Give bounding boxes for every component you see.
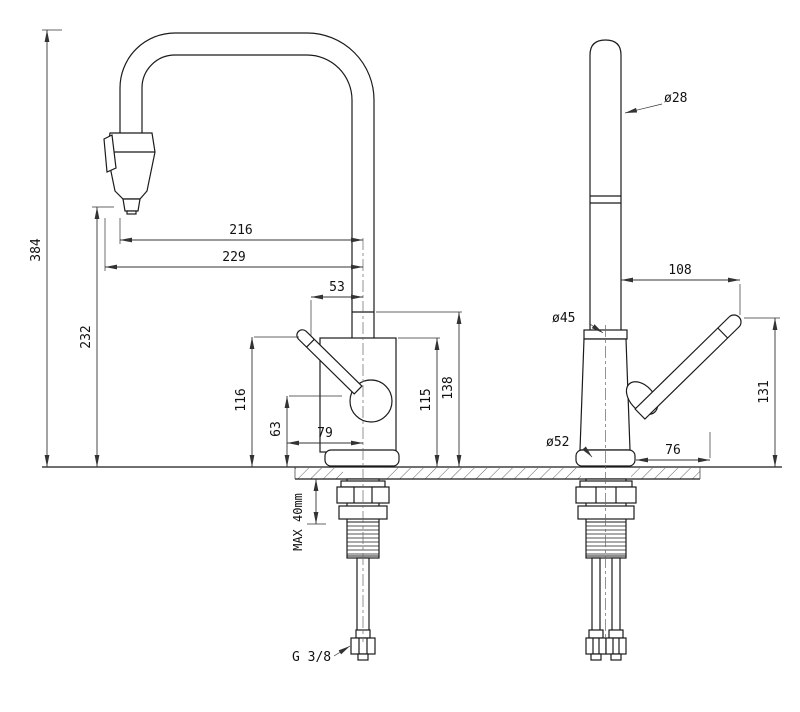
spout-outer [119, 32, 375, 338]
dim-overall-height: 384 [29, 29, 62, 467]
dim-label-g38: G 3/8 [292, 650, 331, 665]
dim-body-diameter: ø45 [552, 311, 604, 334]
dim-label-79: 79 [317, 426, 333, 441]
dim-body-height: 115 [398, 337, 440, 467]
hose-connector [350, 629, 376, 661]
counter-hatch-left [295, 468, 343, 479]
dim-base-diameter: ø52 [546, 435, 593, 458]
counter-hatch-middle [385, 468, 581, 479]
locknut-2 [577, 505, 635, 520]
dim-label-232: 232 [79, 325, 94, 348]
faucet-body [579, 338, 631, 451]
dim-label-138: 138 [441, 376, 456, 399]
dim-handle-tip-height: 116 [234, 336, 299, 467]
handle-lever [634, 314, 742, 420]
hose-connector-right [605, 629, 627, 661]
shank-thread [585, 521, 627, 557]
dim-spout-joint-height: 138 [376, 311, 462, 467]
dim-label-max-40mm: MAX 40mm [291, 493, 305, 551]
centerlines [362, 238, 606, 642]
hose-connector-left [585, 629, 607, 661]
front-view-faucet [575, 39, 742, 467]
locknut [575, 486, 637, 504]
dim-label-384: 384 [29, 238, 44, 262]
dim-handle-pivot-height: 63 [269, 395, 342, 467]
base-flange [324, 449, 400, 467]
supply-hose-cold [611, 557, 621, 633]
dim-label-108: 108 [668, 263, 691, 278]
dim-label-d28: ø28 [664, 91, 687, 106]
dim-spout-offset: 53 [310, 280, 363, 336]
counter-hatch-right [631, 468, 700, 479]
dim-max-mounting-thickness: MAX 40mm [291, 479, 326, 551]
dim-supply-thread: G 3/8 [292, 645, 351, 665]
dim-spout-reach-inner: 216 [119, 218, 363, 244]
countertop [42, 466, 782, 480]
handle-ball-joint [349, 379, 393, 423]
spray-nozzle [122, 198, 141, 212]
dim-handle-reach-front: 108 [621, 263, 741, 315]
washer [579, 480, 633, 488]
dim-label-53: 53 [329, 280, 345, 295]
spray-clip [103, 134, 117, 173]
dim-spout-diameter: ø28 [624, 91, 687, 114]
front-view-undercounter [575, 478, 637, 661]
dim-label-d52: ø52 [546, 435, 569, 450]
supply-hose-hot [591, 557, 601, 633]
dim-handle-base-offset: 76 [636, 432, 711, 463]
side-view-faucet [103, 32, 400, 467]
dim-label-d45: ø45 [552, 311, 575, 326]
dim-spray-outlet-height: 232 [79, 206, 114, 467]
dim-label-229: 229 [222, 250, 245, 265]
spray-head [103, 132, 156, 215]
dim-label-131: 131 [757, 380, 772, 403]
dim-label-116: 116 [234, 388, 249, 411]
dim-spout-reach-outer: 229 [104, 218, 363, 271]
dim-label-76: 76 [665, 443, 681, 458]
dim-handle-tip-height-front: 131 [744, 317, 780, 467]
spout-inner [141, 54, 353, 338]
dim-label-216: 216 [229, 223, 252, 238]
spout-column [589, 39, 622, 333]
dim-label-115: 115 [419, 388, 434, 411]
handle-lever [296, 329, 363, 395]
dim-handle-reach: 79 [287, 426, 363, 446]
dim-label-63: 63 [269, 421, 284, 437]
